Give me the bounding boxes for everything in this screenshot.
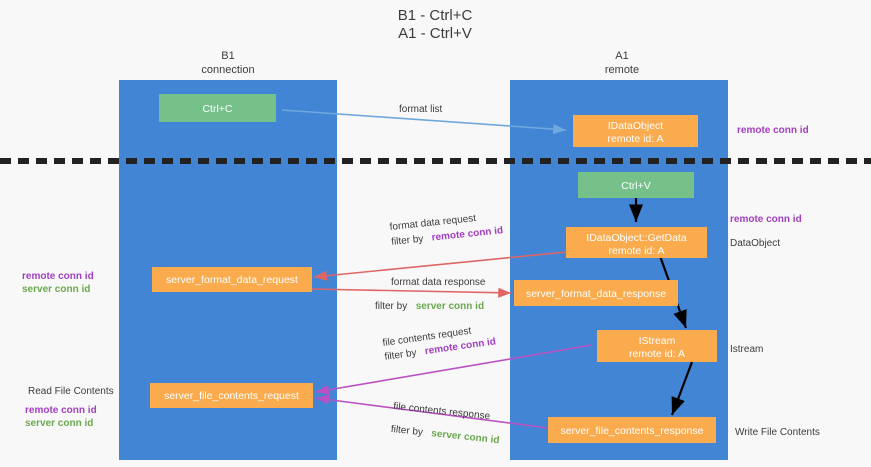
page-title-line1: B1 - Ctrl+C — [398, 7, 473, 24]
edge-format-data-request — [313, 251, 567, 281]
right-label-remote-conn-id-mid: remote conn id — [730, 214, 802, 225]
edge-istream-down — [670, 361, 694, 416]
left-label-server-conn-id-a: server conn id — [22, 284, 90, 295]
filter-by-text-3: filter by — [384, 347, 417, 362]
filter-by-text-2: filter by — [375, 301, 407, 312]
right-label-write-file-contents: Write File Contents — [735, 427, 820, 438]
server-conn-id-text-4: server conn id — [431, 428, 500, 446]
box-istream-line1: IStream — [639, 335, 676, 347]
box-idataobject[interactable]: IDataObject remote id: A — [573, 115, 698, 147]
left-label-remote-conn-id-b: remote conn id — [25, 405, 97, 416]
edge-file-contents-response — [315, 394, 549, 429]
filter-by-text-4: filter by — [390, 424, 423, 438]
box-istream-line2: remote id: A — [629, 348, 685, 360]
edge-label-file-contents-response-filter: filter by server conn id — [390, 419, 500, 447]
box-server-file-contents-response[interactable]: server_file_contents_response — [548, 417, 716, 443]
filter-by-text-1: filter by — [391, 234, 424, 248]
box-server-file-contents-response-label: server_file_contents_response — [560, 425, 703, 437]
box-getdata-line2: remote id: A — [608, 245, 664, 257]
box-server-file-contents-request-label: server_file_contents_request — [164, 390, 299, 402]
edge-label-file-contents-response: file contents response — [393, 401, 491, 422]
edge-label-format-list: format list — [399, 104, 443, 115]
box-server-format-data-response[interactable]: server_format_data_response — [514, 280, 678, 306]
box-getdata-line1: IDataObject::GetData — [586, 232, 687, 244]
box-ctrl-v-label: Ctrl+V — [621, 180, 650, 192]
box-idataobject-line1: IDataObject — [608, 120, 664, 132]
box-server-file-contents-request[interactable]: server_file_contents_request — [150, 383, 313, 408]
right-label-remote-conn-id-top: remote conn id — [737, 125, 809, 136]
edge-label-format-data-response: format data response — [391, 277, 486, 288]
column-header-a1-name: A1 — [615, 50, 628, 62]
box-ctrl-v[interactable]: Ctrl+V — [578, 172, 694, 198]
box-istream[interactable]: IStream remote id: A — [597, 330, 717, 362]
box-server-format-data-request-label: server_format_data_request — [166, 274, 298, 286]
box-server-format-data-response-label: server_format_data_response — [526, 288, 666, 300]
right-label-dataobject: DataObject — [730, 238, 780, 249]
box-server-format-data-request[interactable]: server_format_data_request — [152, 267, 312, 292]
column-header-a1-role: remote — [605, 64, 639, 76]
edge-file-contents-request — [315, 344, 593, 395]
page-title-line2: A1 - Ctrl+V — [398, 25, 472, 42]
edge-label-format-data-response-filter: filter by server conn id — [375, 296, 484, 313]
box-getdata[interactable]: IDataObject::GetData remote id: A — [566, 227, 707, 258]
left-label-server-conn-id-b: server conn id — [25, 418, 93, 429]
column-header-b1-role: connection — [201, 64, 254, 76]
server-conn-id-text-2: server conn id — [416, 301, 484, 312]
remote-conn-id-text-1: remote conn id — [431, 225, 503, 243]
left-label-read-file-contents: Read File Contents — [28, 386, 114, 397]
edge-format-data-response — [311, 287, 512, 298]
right-label-istream: Istream — [730, 344, 763, 355]
box-ctrl-c-label: Ctrl+C — [202, 103, 232, 115]
column-header-b1-name: B1 — [221, 50, 234, 62]
box-idataobject-line2: remote id: A — [607, 133, 663, 145]
edge-format-list — [281, 109, 567, 135]
left-label-remote-conn-id-a: remote conn id — [22, 271, 94, 282]
box-ctrl-c[interactable]: Ctrl+C — [159, 94, 276, 122]
